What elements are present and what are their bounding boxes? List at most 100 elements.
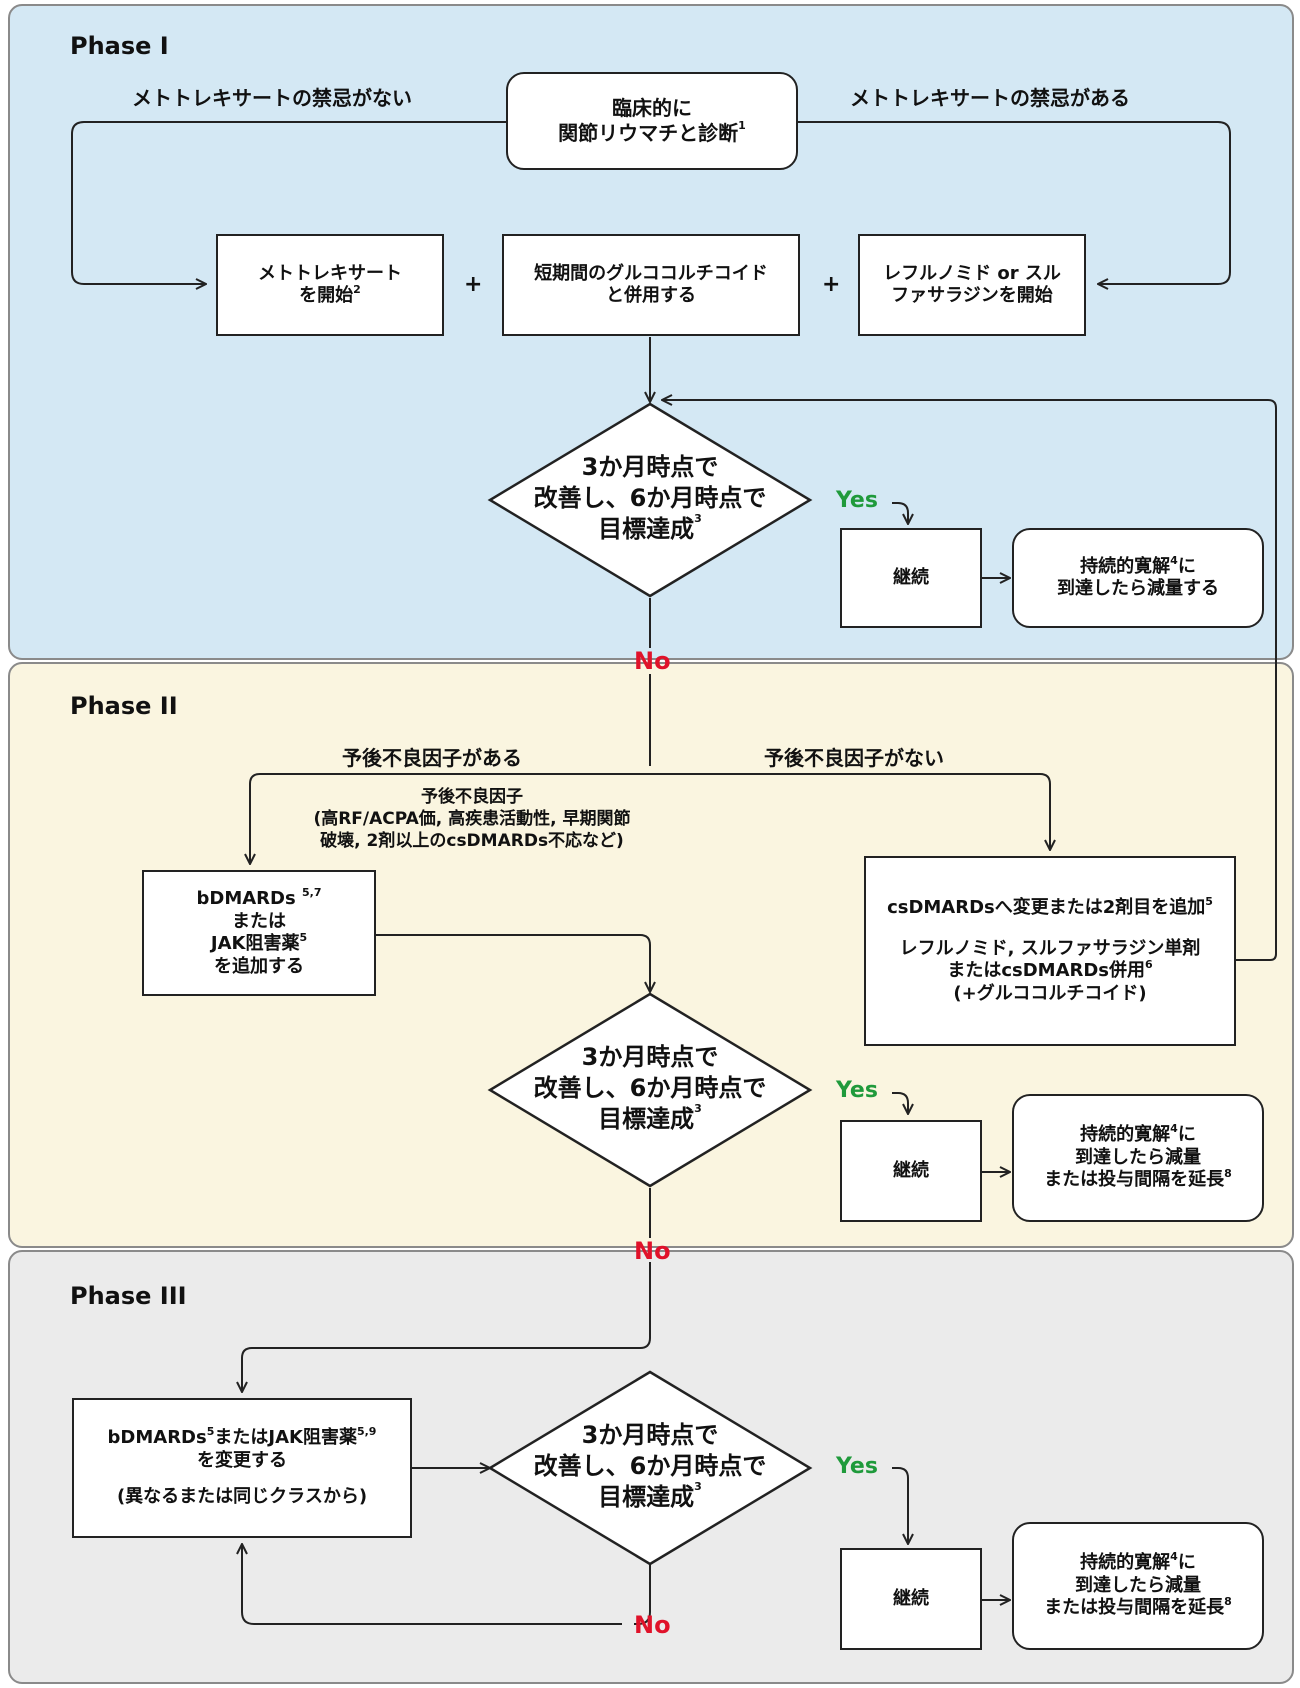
arrow-yes3 [892,1467,908,1544]
footnote-5-7: 5,7 [301,886,322,899]
cs-line3: またはcsDMARDs併用 [947,960,1146,981]
result2-line3: または投与間隔を延長 [1044,1169,1225,1191]
result-box-2: 持続的寛解4に 到達したら減量 または投与間隔を延長8 [1012,1094,1264,1222]
arrow-no3-to-change [242,1544,651,1625]
change-biologic-box: bDMARDs5またはJAK阻害薬5,9 を変更する (異なるまたは同じクラスか… [72,1398,412,1538]
bdmards-add-box: bDMARDs 5,7 または JAK阻害薬5 を追加する [142,870,376,996]
change-line3: (異なるまたは同じクラスから) [116,1486,368,1508]
factors-line3: 破壊, 2剤以上のcsDMARDs不応など) [320,831,624,852]
decision2-line1: 3か月時点で [581,1043,719,1071]
footnote-6: 6 [1145,958,1153,971]
decision1-diamond [487,402,813,598]
result3-ni: に [1177,1552,1196,1574]
label-no-mtx-contraindication: メトトレキサートの禁忌がない [132,86,412,110]
decision3-line1: 3か月時点で [581,1421,719,1449]
label-no-poor-prognosis: 予後不良因子がない [764,746,944,770]
diagnosis-box: 臨床的に 関節リウマチと診断1 [506,72,798,170]
arrow-to-csdmards [650,773,1050,850]
decision1-line2: 改善し、6か月時点で [533,484,767,513]
decision1-line3: 目標達成 [598,515,695,544]
decision3-line2: 改善し、6か月時点で [533,1452,767,1481]
footnote-5a: 5 [299,931,308,944]
footnote-3b: 3 [694,1102,702,1116]
continue-box-2: 継続 [840,1120,982,1222]
result1-ni: に [1177,555,1196,577]
plus-sign-1: + [464,272,483,297]
result2-line2: 到達したら減量 [1075,1146,1201,1168]
diagnosis-line1: 臨床的に [612,96,692,120]
mtx-line1: メトトレキサート [258,262,402,284]
glucocorticoid-box: 短期間のグルココルチコイド と併用する [502,234,800,336]
no-label-3: No [634,1611,671,1639]
footnote-8b: 8 [1224,1595,1232,1609]
continue-box-1: 継続 [840,528,982,628]
bd-line3: JAK阻害薬 [210,933,300,954]
footnote-5b: 5 [1205,895,1213,908]
decision3-text: 3か月時点で 改善し、6か月時点で 目標達成3 [510,1420,790,1514]
factors-line1: 予後不良因子 [421,787,523,807]
bd-line1: bDMARDs [196,888,296,909]
result-box-3: 持続的寛解4に 到達したら減量 または投与間隔を延長8 [1012,1522,1264,1650]
footnote-3: 3 [694,512,702,526]
footnote-4c: 4 [1170,1550,1178,1564]
diagnosis-line2: 関節リウマチと診断 [558,121,739,145]
leflunomide-sasp-box: レフルノミド or スル ファサラジンを開始 [858,234,1086,336]
arrow-to-bdmards [250,773,650,864]
change-line2: を変更する [197,1449,287,1471]
footnote-2: 2 [353,283,361,296]
arrow-diagnosis-to-mtx [71,121,506,284]
result1-remission: 持続的寛解 [1080,555,1171,577]
csdmards-change-box: csDMARDsへ変更または2剤目を追加5 レフルノミド, スルファサラジン単剤… [864,856,1236,1046]
footnote-1: 1 [738,119,746,132]
result2-ni: に [1177,1124,1196,1146]
decision3-line3: 目標達成 [598,1483,695,1512]
label-mtx-contraindication: メトトレキサートの禁忌がある [850,86,1130,110]
decision1-line1: 3か月時点で [581,453,719,481]
footnote-4b: 4 [1170,1122,1178,1136]
gc-line1: 短期間のグルココルチコイド [534,262,768,284]
mtx-start-box: メトトレキサート を開始2 [216,234,444,336]
result3-line2: 到達したら減量 [1075,1574,1201,1596]
lef-line2: ファサラジンを開始 [891,285,1053,306]
arrow-yes1 [892,502,908,524]
arrow-bdmards-to-decision2 [376,934,650,992]
decision2-diamond [487,992,813,1188]
result3-remission: 持続的寛解 [1080,1552,1171,1574]
footnote-5-9: 5,9 [356,1425,377,1439]
continue-box-3: 継続 [840,1548,982,1650]
lef-line1: レフルノミド or スル [883,262,1061,284]
cs-line1: csDMARDsへ変更または2剤目を追加 [887,897,1206,918]
phase1-title: Phase I [70,32,169,60]
gc-line2: と併用する [606,285,696,306]
phase2-title: Phase II [70,692,178,720]
yes-label-1: Yes [836,488,878,513]
bd-line2: または [232,910,286,932]
footnote-5c: 5 [206,1425,215,1439]
factors-line2: (高RF/ACPA価, 高疾患活動性, 早期関節 [313,809,631,830]
yes-label-3: Yes [836,1454,878,1479]
label-poor-prognosis: 予後不良因子がある [342,746,522,770]
decision3-diamond [487,1370,813,1566]
decision1-text: 3か月時点で 改善し、6か月時点で 目標達成3 [510,452,790,546]
result-box-1: 持続的寛解4に 到達したら減量する [1012,528,1264,628]
no-label-2: No [634,1237,671,1265]
mtx-line2: を開始 [299,285,354,306]
plus-sign-2: + [822,272,841,297]
arrow-diagnosis-to-lef [797,121,1231,284]
decision2-text: 3か月時点で 改善し、6か月時点で 目標達成3 [510,1042,790,1136]
bd-line4: を追加する [214,955,304,977]
phase3-title: Phase III [70,1282,187,1310]
change-or-jak: またはJAK阻害薬 [214,1427,357,1449]
arrow-no2-to-change [242,1262,651,1392]
result2-remission: 持続的寛解 [1080,1124,1171,1146]
no-label-1: No [634,647,671,675]
yes-label-2: Yes [836,1078,878,1103]
result3-line3: または投与間隔を延長 [1044,1597,1225,1619]
decision2-line3: 目標達成 [598,1105,695,1134]
poor-prognosis-factors: 予後不良因子 (高RF/ACPA価, 高疾患活動性, 早期関節 破壊, 2剤以上… [272,786,672,852]
cs-line2: レフルノミド, スルファサラジン単剤 [899,937,1201,959]
result1-line2: 到達したら減量する [1057,578,1219,599]
decision2-line2: 改善し、6か月時点で [533,1074,767,1103]
footnote-3c: 3 [694,1480,702,1494]
